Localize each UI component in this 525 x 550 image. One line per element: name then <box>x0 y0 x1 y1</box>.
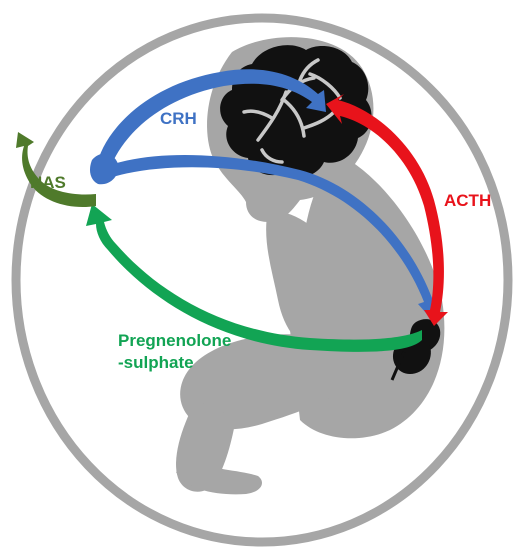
acth-arrow <box>326 94 448 326</box>
crh-arrow-to-brain <box>96 69 326 174</box>
acth-label: ACTH <box>444 191 492 210</box>
pregnenolone-label-line2: -sulphate <box>118 353 194 372</box>
crh-label: CRH <box>160 109 197 128</box>
uterus-outline <box>11 13 513 547</box>
placenta-stalk <box>390 351 406 381</box>
crh-source <box>90 153 119 185</box>
crh-arrow-to-adrenal <box>98 155 438 322</box>
pregnenolone-sulphate-label: Pregnenolone -sulphate <box>118 330 231 374</box>
pregnenolone-label-line1: Pregnenolone <box>118 331 232 350</box>
nas-label: NAS <box>30 173 66 192</box>
nas-arrow <box>16 132 96 208</box>
